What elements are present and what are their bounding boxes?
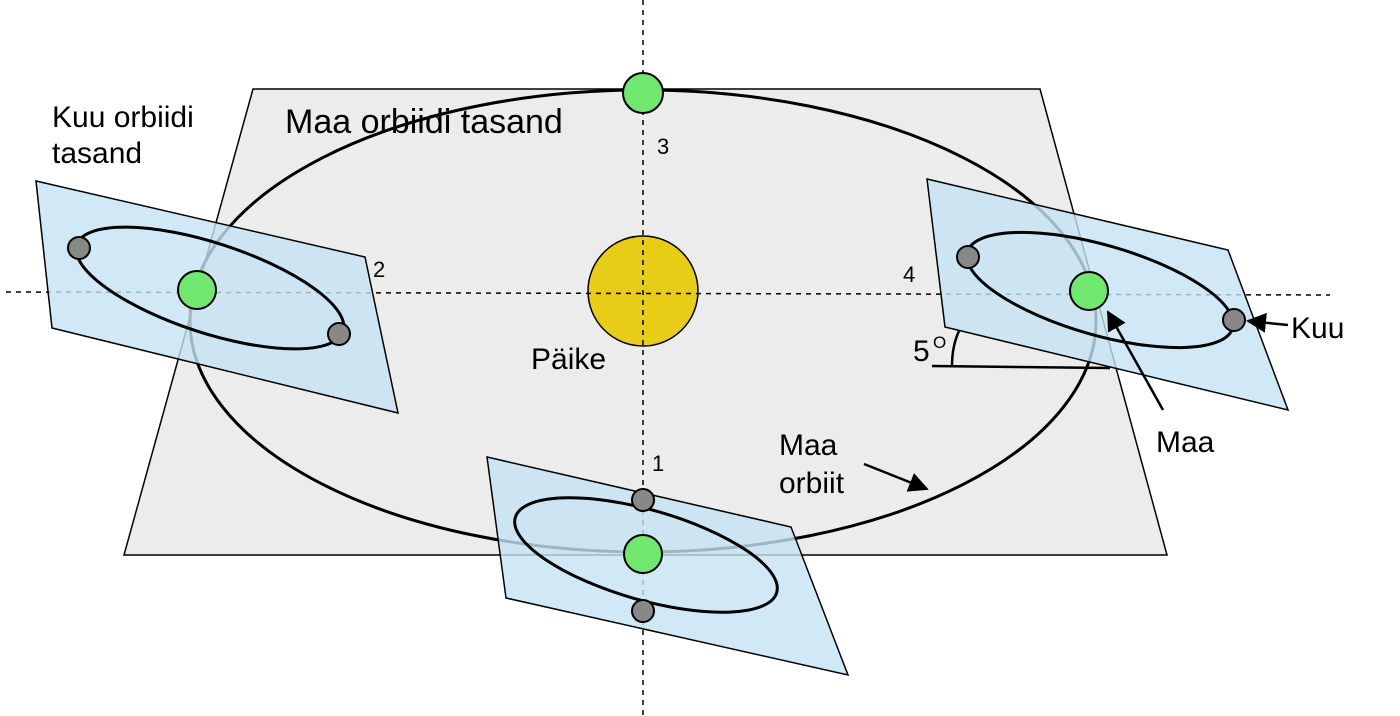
angle-value-label: 5 bbox=[913, 335, 930, 368]
earth-position-1 bbox=[623, 534, 663, 574]
moon-position-2b bbox=[327, 322, 351, 346]
earth-position-4 bbox=[1069, 271, 1109, 311]
earth-orbit-label-line1: Maa bbox=[779, 429, 838, 462]
moon-orbit-plane-4 bbox=[926, 178, 1290, 412]
position-4-label: 4 bbox=[903, 262, 915, 287]
moon-position-4a bbox=[956, 245, 980, 269]
moon-arrow bbox=[1246, 312, 1289, 333]
earth-label: Maa bbox=[1156, 426, 1215, 459]
earth-orbit-plane-label: Maa orbiidi tasand bbox=[285, 103, 563, 141]
earth-orbit-label-line2: orbiit bbox=[779, 467, 845, 500]
earth-orbit-arrow bbox=[863, 462, 929, 492]
position-1-label: 1 bbox=[652, 451, 664, 476]
moon-position-2a bbox=[67, 236, 91, 260]
position-2-label: 2 bbox=[373, 257, 385, 282]
moon-orbit-plane-2 bbox=[35, 180, 399, 415]
sun-label: Päike bbox=[531, 343, 606, 376]
moon-label: Kuu bbox=[1291, 312, 1344, 345]
moon-position-4b bbox=[1222, 308, 1246, 332]
earth-position-2 bbox=[177, 270, 217, 310]
moon-orbit-plane-1 bbox=[486, 456, 850, 677]
earth-arrow bbox=[1106, 310, 1165, 411]
position-3-label: 3 bbox=[657, 134, 669, 159]
angle-unit-label: O bbox=[933, 333, 946, 352]
earth-position-3 bbox=[622, 72, 664, 114]
moon-position-1a bbox=[631, 488, 655, 512]
moon-orbit-plane-label-line2: tasand bbox=[52, 137, 142, 170]
inclination-angle bbox=[931, 330, 1111, 370]
moon-orbit-plane-label-line1: Kuu orbiidi bbox=[52, 101, 194, 134]
moon-position-1b bbox=[631, 599, 655, 623]
